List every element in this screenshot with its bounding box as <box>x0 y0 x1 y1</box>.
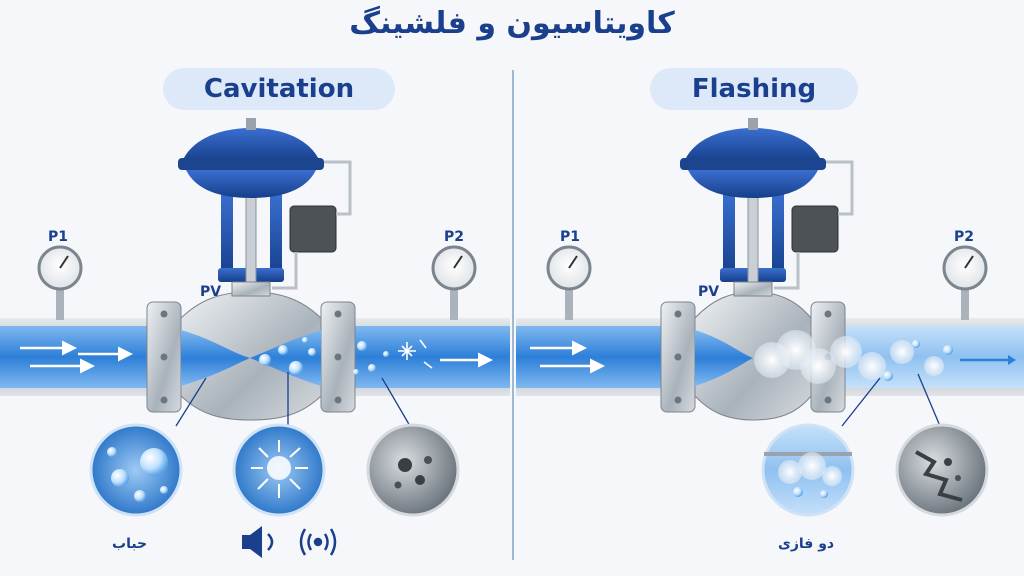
actuator-top <box>684 128 822 162</box>
gauge-downstream <box>431 245 477 320</box>
two-phase-caption: دو فازی <box>778 536 835 552</box>
valve-stem <box>245 191 257 297</box>
liquid-flow <box>516 326 661 388</box>
positioner <box>289 205 337 253</box>
actuator-bottom <box>688 170 818 198</box>
panel-divider <box>512 70 514 560</box>
flow-arrows <box>530 340 605 374</box>
gauge-p2-label: P2 <box>444 229 465 245</box>
gauge-upstream <box>546 245 592 320</box>
speaker-icon <box>242 526 274 558</box>
gauge-p2-label: P2 <box>954 229 975 245</box>
actuator-bottom <box>186 170 316 198</box>
callout-lines <box>175 372 411 427</box>
yoke-right <box>270 192 282 278</box>
flow-arrows <box>20 340 493 374</box>
callout-lines <box>841 373 941 427</box>
vena-contracta <box>181 330 250 386</box>
yoke-left <box>221 192 233 278</box>
vena-contracta <box>695 330 753 386</box>
cavitation-bubbles <box>259 337 389 375</box>
valve-pv-label: PV <box>698 284 720 300</box>
main-title: کاویتاسیون و فلشینگ <box>349 6 675 41</box>
callout-implosion <box>232 423 326 517</box>
cavitation-heading: Cavitation <box>163 68 395 110</box>
gauge-p1-label: P1 <box>560 229 581 245</box>
bubble-caption: حباب <box>112 536 148 552</box>
air-tubing <box>826 160 854 216</box>
gauge-downstream <box>942 245 988 320</box>
gauge-p1-label: P1 <box>48 229 69 245</box>
flange-left <box>660 301 696 413</box>
flange-left <box>146 301 182 413</box>
valve-body <box>180 291 322 421</box>
actuator-top <box>182 128 320 162</box>
implosion-burst <box>398 339 433 369</box>
valve-pv-label: PV <box>200 284 222 300</box>
callout-erosion <box>895 423 989 517</box>
callout-two-phase <box>761 423 855 517</box>
yoke-left <box>723 192 735 278</box>
valve-stem <box>747 191 759 297</box>
callout-erosion <box>366 423 460 517</box>
flange-right <box>320 301 356 413</box>
gauge-upstream <box>37 245 83 320</box>
yoke-right <box>772 192 784 278</box>
vibration-icon <box>299 528 337 556</box>
flashing-panel <box>516 118 1024 517</box>
positioner <box>791 205 839 253</box>
cavitation-panel <box>0 118 510 558</box>
air-tubing <box>324 160 352 216</box>
flashing-heading: Flashing <box>650 68 858 110</box>
vapor-cloud <box>754 330 953 384</box>
callout-bubbles <box>89 423 183 517</box>
